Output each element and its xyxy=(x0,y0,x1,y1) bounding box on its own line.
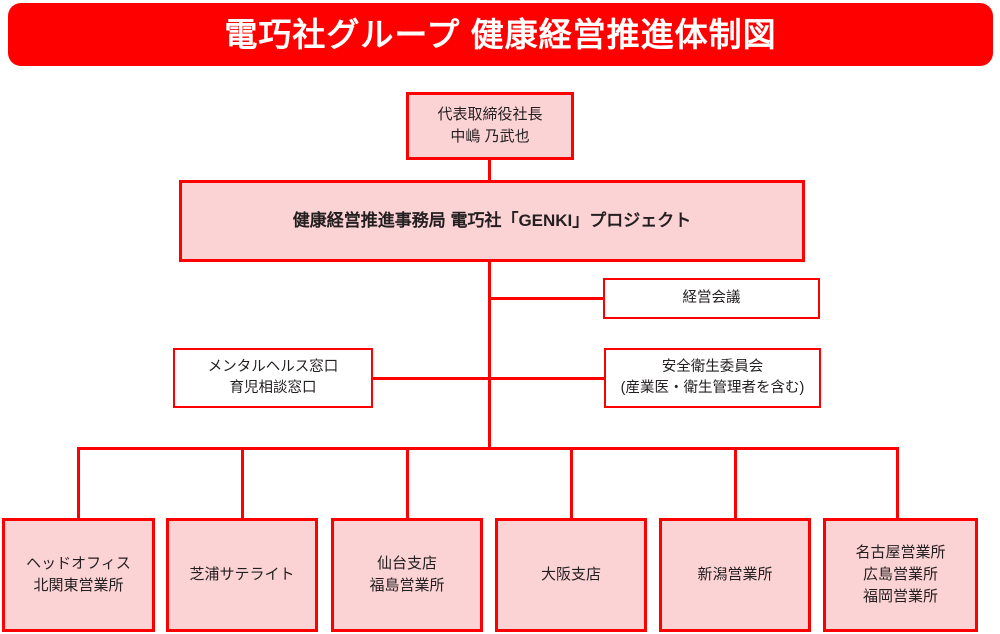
node-president-line-1: 代表取締役社長 xyxy=(437,106,543,124)
node-mental-line-2: 育児相談窓口 xyxy=(229,380,317,396)
node-branch-5-line-1: 名古屋営業所 xyxy=(855,544,946,562)
node-branch-1[interactable]: 芝浦サテライト xyxy=(166,518,318,632)
node-branch-5[interactable]: 名古屋営業所 広島営業所 福岡営業所 xyxy=(823,518,978,632)
node-branch-0-line-2: 北関東営業所 xyxy=(33,577,124,594)
node-branch-1-line-1: 芝浦サテライト xyxy=(189,566,295,584)
node-branch-3-line-1: 大阪支店 xyxy=(540,566,601,584)
node-health-management-office[interactable]: 健康経営推進事務局 電巧社「GENKI」プロジェクト xyxy=(179,180,805,262)
connector-to-mental-health-desk xyxy=(371,377,490,380)
node-branch-5-line-2: 広島営業所 xyxy=(862,566,938,584)
title-banner: 電巧社グループ 健康経営推進体制図 xyxy=(8,3,993,66)
node-president[interactable]: 代表取締役社長 中嶋 乃武也 xyxy=(406,92,574,160)
page-title: 電巧社グループ 健康経営推進体制図 xyxy=(224,16,777,53)
node-branch-0-line-1: ヘッドオフィス xyxy=(26,555,131,573)
connector-drop-leaf-0 xyxy=(77,447,80,520)
node-management-meeting[interactable]: 経営会議 xyxy=(603,278,820,319)
node-management-meeting-line-1: 経営会議 xyxy=(682,289,741,306)
node-president-line-2: 中嶋 乃武也 xyxy=(450,128,530,145)
connector-president-to-office xyxy=(488,158,491,182)
node-branch-2-line-1: 仙台支店 xyxy=(376,555,437,573)
node-safety-line-2: (産業医・衛生管理者を含む) xyxy=(620,380,805,396)
node-branch-2-line-2: 福島営業所 xyxy=(369,577,445,594)
node-branch-4-line-1: 新潟営業所 xyxy=(697,566,773,584)
connector-drop-leaf-4 xyxy=(734,447,737,520)
node-branch-4[interactable]: 新潟営業所 xyxy=(659,518,811,632)
node-mental-line-1: メンタルヘルス窓口 xyxy=(207,358,339,375)
node-branch-3[interactable]: 大阪支店 xyxy=(495,518,647,632)
connector-to-safety-committee xyxy=(488,377,606,380)
connector-distribution-bar xyxy=(77,447,898,450)
connector-drop-leaf-5 xyxy=(896,447,899,520)
node-branch-0[interactable]: ヘッドオフィス 北関東営業所 xyxy=(2,518,155,632)
connector-drop-leaf-1 xyxy=(241,447,244,520)
node-mental-health-desk[interactable]: メンタルヘルス窓口 育児相談窓口 xyxy=(173,348,373,408)
node-office-line-1: 健康経営推進事務局 電巧社「GENKI」プロジェクト xyxy=(292,210,692,230)
connector-drop-leaf-3 xyxy=(570,447,573,520)
connector-drop-leaf-2 xyxy=(406,447,409,520)
node-safety-line-1: 安全衛生委員会 xyxy=(661,358,764,375)
node-branch-5-line-3: 福岡営業所 xyxy=(862,587,938,605)
connector-main-trunk xyxy=(488,260,491,450)
node-safety-health-committee[interactable]: 安全衛生委員会 (産業医・衛生管理者を含む) xyxy=(604,348,821,408)
connector-to-management-meeting xyxy=(488,297,605,300)
node-branch-2[interactable]: 仙台支店 福島営業所 xyxy=(331,518,483,632)
